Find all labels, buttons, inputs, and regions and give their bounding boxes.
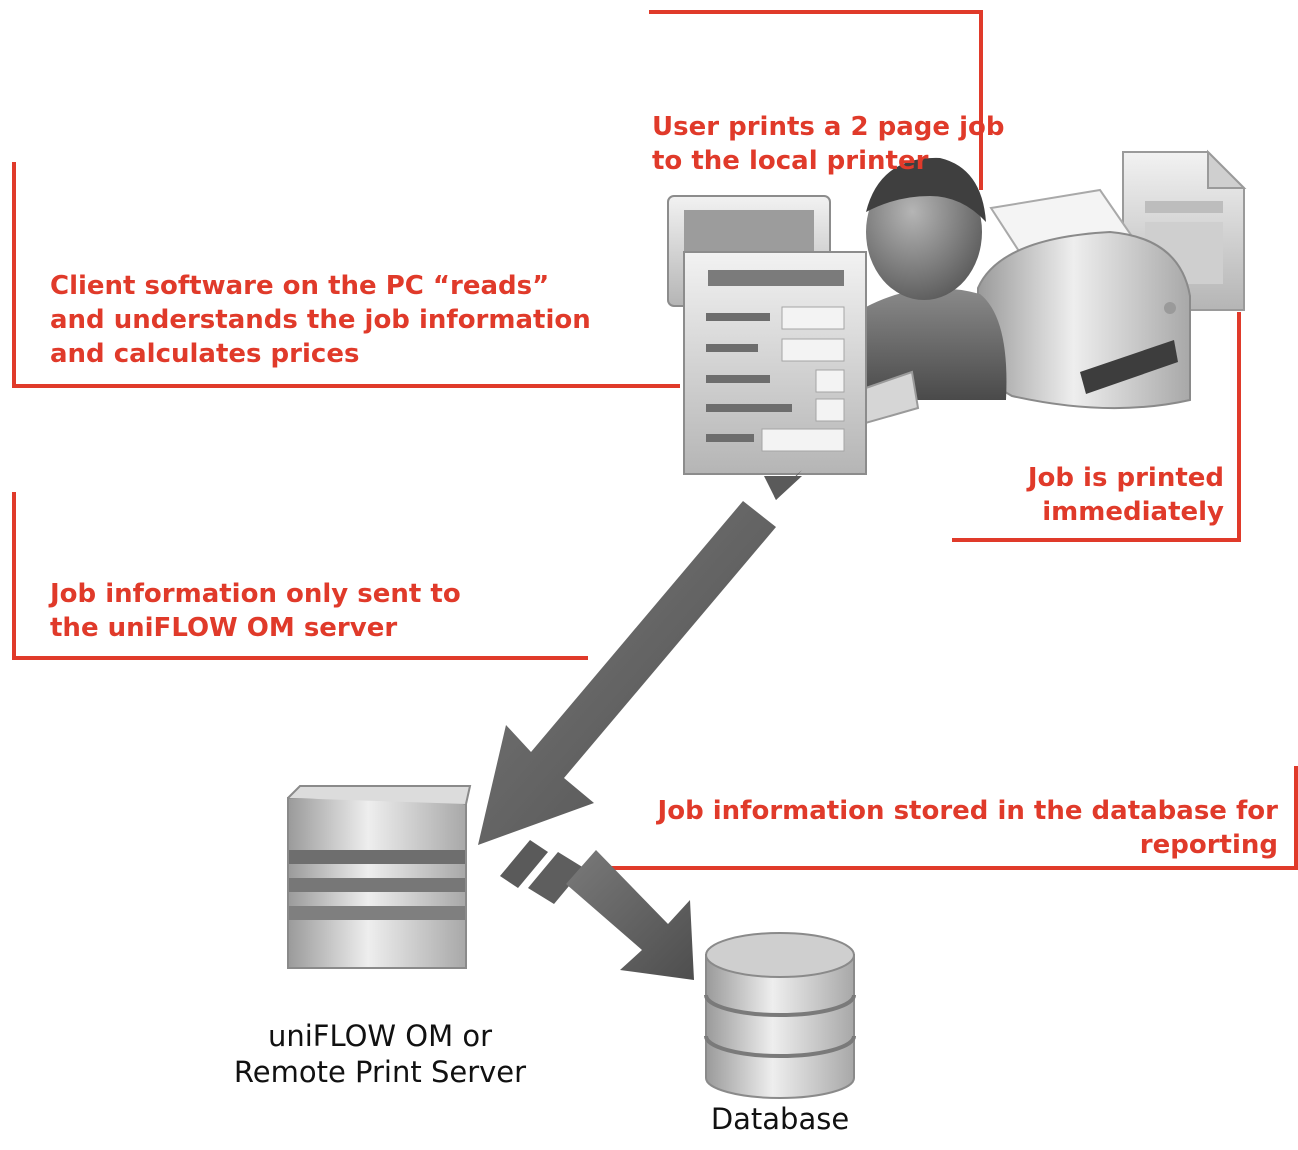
user-icon	[862, 157, 1007, 400]
callout-line-client-software	[12, 162, 680, 388]
printer-icon	[977, 188, 1191, 410]
callout-line-job-printed	[952, 312, 1241, 542]
server-label-line1: uniFLOW OM or	[267, 1019, 493, 1053]
server-label: uniFLOW OM or Remote Print Server	[200, 1018, 560, 1090]
callout-line-job-info-sent	[12, 492, 588, 660]
callout-client-software-line2: and understands the job information	[50, 305, 591, 335]
callout-client-software: Client software on the PC “reads” and un…	[50, 269, 591, 371]
callout-job-info-stored-line1: Job information stored in the database f…	[657, 796, 1278, 826]
callout-line-user-prints	[649, 10, 983, 190]
callout-job-printed-line1: Job is printed	[1027, 463, 1224, 493]
arrow-pc-to-server	[478, 470, 802, 845]
server-icon	[287, 785, 472, 969]
arrow-server-to-database	[500, 840, 694, 980]
callout-client-software-line1: Client software on the PC “reads”	[50, 271, 550, 301]
callout-user-prints-line1: User prints a 2 page job	[652, 112, 1005, 142]
database-label: Database	[640, 1101, 920, 1137]
server-label-line2: Remote Print Server	[233, 1055, 527, 1089]
callout-job-info-stored: Job information stored in the database f…	[658, 794, 1278, 862]
callout-job-info-stored-line2: reporting	[1139, 830, 1278, 860]
callout-user-prints-line2: to the local printer	[652, 146, 929, 176]
client-software-form-icon	[683, 251, 867, 475]
callout-user-prints: User prints a 2 page job to the local pr…	[652, 110, 1005, 178]
database-label-text: Database	[710, 1102, 850, 1136]
callout-job-info-sent-line2: the uniFLOW OM server	[50, 613, 398, 643]
callout-job-printed: Job is printed immediately	[1028, 461, 1224, 529]
callout-job-info-sent-line1: Job information only sent to	[50, 579, 461, 609]
database-icon	[704, 932, 856, 1099]
callout-lines	[12, 10, 1298, 870]
callout-client-software-line3: and calculates prices	[50, 339, 360, 369]
callout-line-job-info-stored	[590, 766, 1298, 870]
callout-job-printed-line2: immediately	[1042, 497, 1224, 527]
callout-job-info-sent: Job information only sent to the uniFLOW…	[50, 577, 461, 645]
